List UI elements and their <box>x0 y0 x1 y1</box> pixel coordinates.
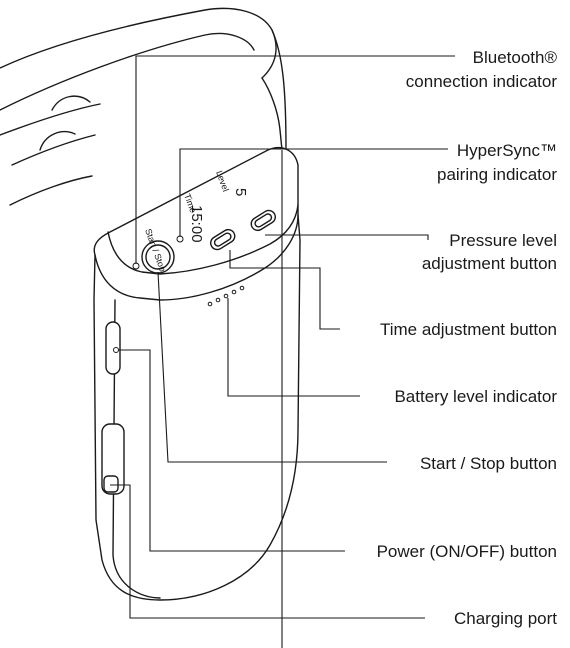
label-power: Power (ON/OFF) button <box>377 542 557 561</box>
side-features <box>101 321 125 495</box>
start-stop-button[interactable] <box>145 244 171 270</box>
callout-labels: Bluetooth® connection indicator HyperSyn… <box>377 48 558 628</box>
label-bluetooth-line1: Bluetooth® <box>473 48 558 67</box>
label-charging-port: Charging port <box>454 609 557 628</box>
device-body-back <box>261 29 287 151</box>
label-hypersync-line1: HyperSync™ <box>457 141 557 160</box>
battery-level-indicator <box>207 285 245 307</box>
label-time-button: Time adjustment button <box>380 320 557 339</box>
charging-port[interactable] <box>103 475 119 493</box>
label-hypersync-line2: pairing indicator <box>437 165 557 184</box>
pressure-level-button[interactable] <box>249 208 278 233</box>
time-adjustment-button[interactable] <box>208 227 237 252</box>
power-button[interactable] <box>105 321 121 375</box>
level-display: 5 <box>232 188 249 196</box>
label-pressure-line1: Pressure level <box>449 231 557 250</box>
power-button-dot <box>113 347 119 353</box>
label-bluetooth-line2: connection indicator <box>406 72 558 91</box>
top-face: Start / Stop Time Level 15:00 5 <box>132 169 278 307</box>
air-hose <box>0 7 277 206</box>
time-display: 15:00 <box>188 205 205 243</box>
label-pressure-line2: adjustment button <box>422 254 557 273</box>
label-start-stop: Start / Stop button <box>420 454 557 473</box>
leader-lines <box>110 55 455 648</box>
label-battery: Battery level indicator <box>394 387 557 406</box>
